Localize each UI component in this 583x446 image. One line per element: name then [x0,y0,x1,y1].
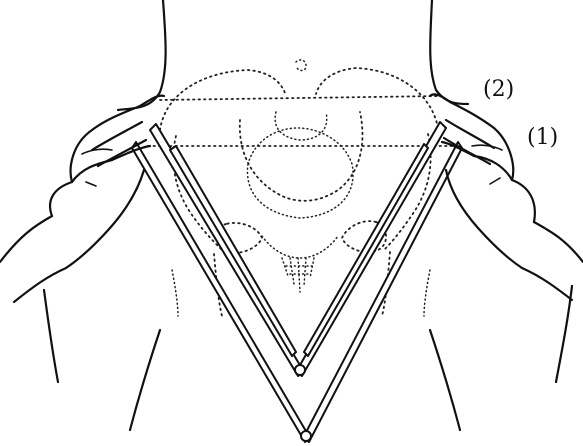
sacrum [240,112,363,201]
callout-label-1: (1) [527,125,558,150]
left-thigh-line [172,270,178,316]
pelvic-inlet [247,128,353,218]
pubic-region [282,258,314,292]
measurement-lines [148,96,458,146]
callout-label-2: (2) [483,77,514,102]
left-hand [0,96,164,302]
sacrum-inner [275,112,327,140]
pubic-arch [262,236,338,258]
right-thigh-line [424,270,430,316]
right-hand [430,94,583,300]
measure-line-2 [160,96,440,100]
spine-mark [296,60,306,71]
right-iliac-crest [316,68,438,128]
left-iliac-crest [160,70,286,130]
